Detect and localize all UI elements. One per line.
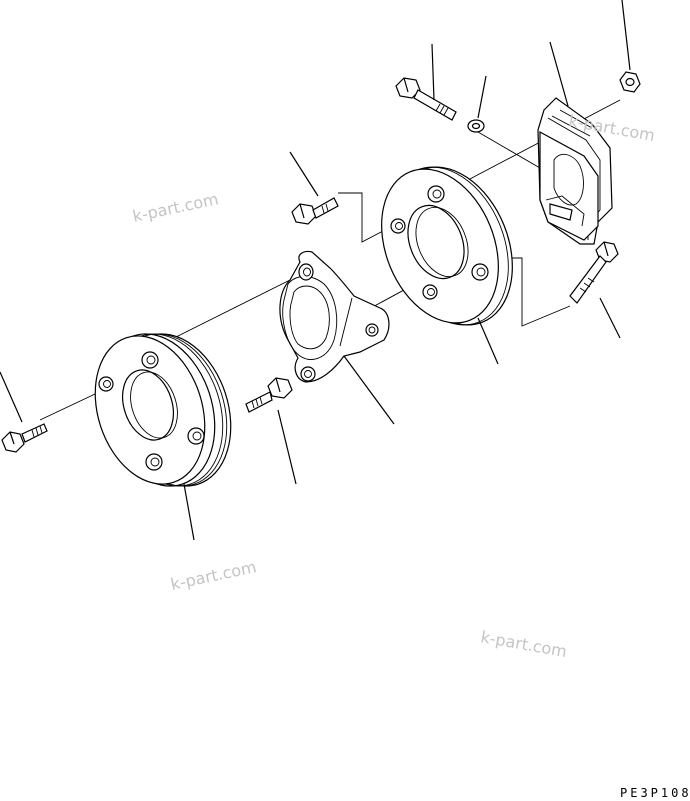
- bolt-upper-left: [291, 197, 339, 225]
- clamp-plate: [537, 97, 613, 245]
- bolt-top: [395, 77, 457, 121]
- drawing-code: PE3P108: [620, 786, 690, 800]
- bolt-lower-left: [1, 423, 48, 453]
- bolt-right: [569, 241, 619, 304]
- flange-left: [94, 333, 232, 487]
- watermark-upper-left: k-part.com: [131, 189, 220, 226]
- watermark-lower-right: k-part.com: [479, 627, 568, 661]
- flange-right: [381, 166, 513, 326]
- washer: [467, 119, 485, 133]
- watermark-lower-left: k-part.com: [169, 557, 258, 594]
- leader-lines: [0, 0, 631, 541]
- bolt-center-lower: [245, 377, 293, 413]
- flange-bracket-center: [279, 250, 390, 383]
- nut-top-right: [619, 71, 641, 93]
